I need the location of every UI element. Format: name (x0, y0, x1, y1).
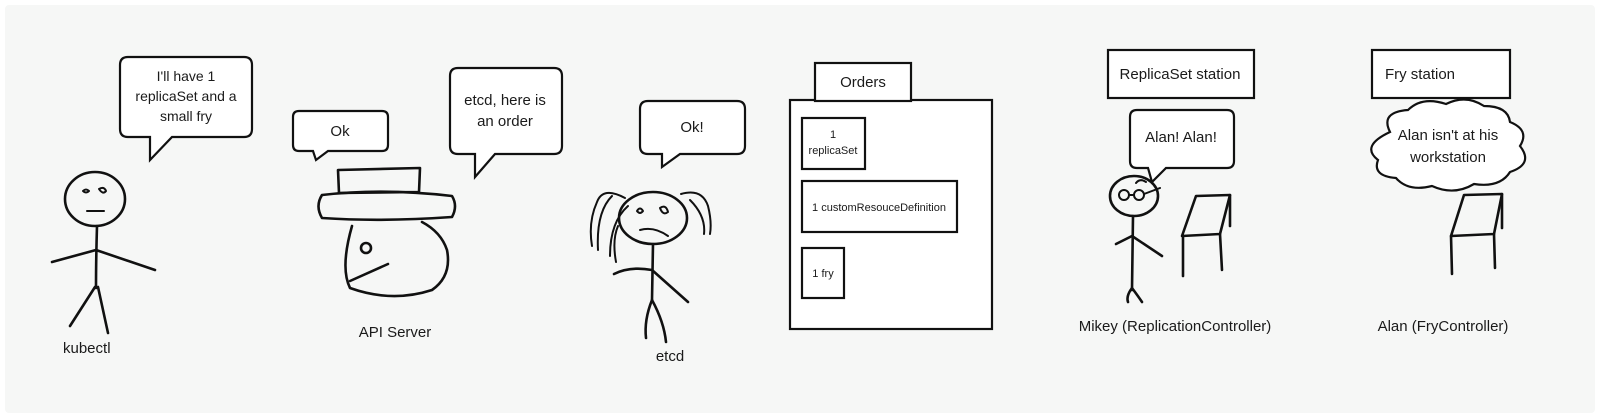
mikey-stick-figure (1108, 174, 1164, 304)
replicaset-station-sign (1106, 48, 1256, 100)
api-face (344, 220, 450, 298)
replicaset-station: ReplicaSet station Alan! Alan! Mikey (Re… (1079, 48, 1272, 335)
etcd-arms (612, 267, 690, 304)
order-ticket-crd (800, 179, 959, 234)
api-ok-text: Ok (330, 123, 350, 140)
api-server-hat-figure (317, 166, 457, 298)
etcd-eye-left (636, 207, 644, 214)
alan-thought-line-2: workstation (1409, 149, 1486, 166)
api-hat-brim (317, 190, 457, 222)
mikey-bubble-text: Alan! Alan! (1145, 129, 1217, 146)
replicaset-station-sign-text: ReplicaSet station (1120, 66, 1241, 83)
fry-workstation-legs (1449, 192, 1504, 276)
api-mouth (348, 262, 390, 283)
api-order-line-1: etcd, here is (464, 92, 546, 109)
api-order-line-2: an order (477, 113, 533, 130)
mikey-speech-bubble (1128, 108, 1236, 185)
etcd-hair (589, 191, 712, 263)
api-order-speech-bubble: etcd, here is an order (448, 66, 564, 180)
alan-thought-line-1: Alan isn't at his (1398, 127, 1498, 144)
api-eye (359, 241, 373, 255)
alan-thought-cloud (1370, 98, 1527, 192)
order-ticket-replicaset (800, 116, 867, 171)
etcd-stick-figure (589, 190, 712, 344)
kubectl-speech-bubble: I'll have 1 replicaSet and a small fry (118, 55, 254, 163)
mikey-feet (1126, 286, 1144, 304)
replicaset-workstation (1180, 193, 1232, 278)
mikey-arms (1114, 234, 1164, 258)
order-ticket-fry (800, 246, 846, 300)
fry-station: Fry station Alan isn't at his workstatio… (1370, 48, 1527, 335)
kubectl-stick-figure (50, 170, 157, 335)
kubectl-bubble-line-3: small fry (160, 108, 212, 124)
etcd-bubble-text: Ok! (680, 119, 703, 136)
order-ticket-replicaset-line-2: replicaSet (809, 145, 858, 157)
etcd-legs (644, 298, 668, 344)
replicaset-workstation-legs (1181, 193, 1232, 278)
kubectl-eye-right (98, 186, 107, 194)
kubectl-legs (68, 285, 110, 335)
order-ticket-fry-text: 1 fry (812, 268, 834, 280)
orders-title-box (813, 61, 913, 103)
mikey-glasses-frame (1128, 179, 1161, 196)
etcd-mouth (639, 227, 669, 237)
order-ticket-replicaset-line-1: 1 (830, 129, 836, 141)
kubectl-bubble-line-1: I'll have 1 (157, 68, 216, 84)
fry-station-sign (1370, 48, 1512, 100)
kubectl-bubble-line-2: replicaSet and a (135, 88, 236, 104)
api-ok-speech-bubble: Ok (291, 109, 390, 162)
kubectl-arms (50, 248, 157, 272)
kubectl-label: kubectl (63, 340, 111, 357)
kubectl-body (94, 224, 99, 290)
fry-workstation (1449, 192, 1504, 276)
order-ticket-crd-text: 1 customResouceDefinition (812, 202, 946, 214)
alan-label: Alan (FryController) (1378, 318, 1509, 335)
kubectl-head (63, 170, 127, 228)
etcd-speech-bubble: Ok! (638, 99, 747, 170)
orders-title: Orders (840, 74, 886, 91)
etcd-label: etcd (656, 348, 684, 365)
kubectl-eye-left (82, 188, 90, 194)
mikey-label: Mikey (ReplicationController) (1079, 318, 1272, 335)
orders-board: Orders 1 replicaSet 1 customResouceDefin… (788, 61, 994, 331)
etcd-eye-right (659, 205, 669, 215)
mikey-body (1130, 214, 1135, 292)
api-server-label: API Server (359, 324, 432, 341)
fry-station-sign-text: Fry station (1385, 66, 1455, 83)
